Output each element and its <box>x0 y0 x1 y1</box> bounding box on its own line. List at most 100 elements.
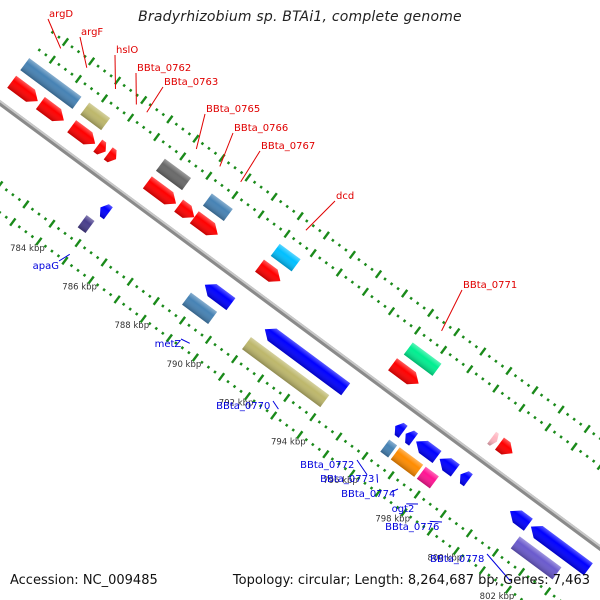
feature-shading <box>204 284 236 311</box>
minor-tick-dot <box>487 573 491 577</box>
gene-label-bbta_0763[interactable]: BBta_0763 <box>164 77 218 88</box>
minor-tick-dot <box>585 454 589 459</box>
gene-label-bbta_0773[interactable]: BBta_0773 <box>320 474 374 485</box>
feature-bbta_0766[interactable] <box>174 199 199 224</box>
feature-bbta_0767[interactable] <box>189 211 222 240</box>
feature-argf[interactable] <box>35 97 68 126</box>
feature-shading <box>510 536 562 580</box>
feature-dcd[interactable] <box>255 259 285 288</box>
minor-tick-dot <box>44 53 48 57</box>
major-tick <box>479 347 487 356</box>
feature-bbta_0774[interactable] <box>390 447 424 477</box>
minor-tick-dot <box>357 285 361 289</box>
minor-tick-dot <box>108 265 113 270</box>
feature-shading <box>174 199 195 218</box>
minor-tick-dot <box>507 396 511 401</box>
major-tick <box>413 490 421 499</box>
feature-dcd-cog[interactable] <box>270 243 301 272</box>
minor-tick-dot <box>337 243 342 247</box>
feature-bbta_0765[interactable] <box>142 176 181 209</box>
minor-tick-dot <box>69 236 74 240</box>
feature-apag-cds[interactable] <box>96 201 113 220</box>
minor-tick-dot <box>278 227 283 231</box>
feature-argd[interactable] <box>7 75 42 107</box>
major-tick <box>296 211 304 221</box>
feature-bbta_0772[interactable] <box>380 439 398 458</box>
major-tick <box>205 171 213 181</box>
gene-label-hslo[interactable]: hslO <box>116 45 138 56</box>
gene-label-argd[interactable]: argD <box>49 9 73 20</box>
gene-label-argf[interactable]: argF <box>81 27 103 38</box>
feature-bbta_0777[interactable] <box>495 437 517 460</box>
feature-argd-cog[interactable] <box>20 58 82 109</box>
minor-tick-dot <box>174 313 178 318</box>
minor-tick-dot <box>121 275 126 279</box>
minor-tick-dot <box>552 430 557 434</box>
gene-label-bbta_0762[interactable]: BBta_0762 <box>137 63 191 74</box>
feature-shading <box>99 204 113 220</box>
feature-bbta_0770[interactable] <box>242 337 330 408</box>
minor-tick-dot <box>369 486 374 490</box>
feature-hslo[interactable] <box>67 120 99 149</box>
feature-bbta_0763[interactable] <box>103 147 121 165</box>
major-tick <box>466 364 474 374</box>
major-tick <box>126 113 135 123</box>
gene-label-bbta_0776[interactable]: BBta_0776 <box>385 522 439 533</box>
feature-c7[interactable] <box>526 521 593 576</box>
feature-bbta_0778[interactable] <box>510 536 562 580</box>
feature-bbta_0765-cog[interactable] <box>155 158 192 191</box>
feature-c6[interactable] <box>506 505 533 531</box>
feature-metz[interactable] <box>182 292 218 324</box>
major-tick <box>244 173 252 182</box>
gene-label-bbta_0765[interactable]: BBta_0765 <box>206 104 260 115</box>
major-tick <box>74 238 82 248</box>
gene-label-metz[interactable]: metZ <box>155 339 182 350</box>
minor-tick-dot <box>389 282 394 286</box>
gene-label-bbta_0771[interactable]: BBta_0771 <box>463 280 517 291</box>
gene-label-bbta_0767[interactable]: BBta_0767 <box>261 141 315 152</box>
major-tick <box>544 422 552 432</box>
gene-label-apag[interactable]: apaG <box>33 261 59 272</box>
feature-bbta_0770-cds[interactable] <box>260 323 351 396</box>
minor-tick-dot <box>161 112 166 117</box>
feature-shading <box>394 422 408 438</box>
gene-label-bbta_0766[interactable]: BBta_0766 <box>234 123 288 134</box>
minor-tick-dot <box>291 209 296 214</box>
tick-label: 788 kbp <box>114 321 149 331</box>
minor-tick-dot <box>70 72 74 76</box>
major-tick <box>504 585 513 594</box>
minor-tick-dot <box>4 215 9 219</box>
minor-tick-dot <box>37 212 41 216</box>
minor-tick-dot <box>519 597 524 600</box>
minor-tick-dot <box>239 170 244 175</box>
feature-ogt2[interactable] <box>416 466 439 489</box>
gene-label-dcd[interactable]: dcd <box>336 191 354 202</box>
feature-bbta_0762[interactable] <box>93 139 110 158</box>
minor-tick-dot <box>187 132 192 136</box>
gene-label-bbta_0772[interactable]: BBta_0772 <box>300 460 354 471</box>
major-tick <box>543 587 552 596</box>
feature-hslo-cog[interactable] <box>80 102 111 131</box>
feature-metz-cds[interactable] <box>200 279 236 311</box>
gene-label-bbta_0774[interactable]: BBta_0774 <box>341 489 395 500</box>
major-tick <box>126 277 134 287</box>
feature-apag[interactable] <box>77 215 95 234</box>
feature-misc-pink[interactable] <box>487 431 501 448</box>
gene-label-bbta_0778[interactable]: BBta_0778 <box>430 554 484 565</box>
feature-c1[interactable] <box>391 420 408 438</box>
feature-c2[interactable] <box>401 428 418 446</box>
feature-bbta_0771-cog[interactable] <box>403 342 442 376</box>
feature-bbta_0771[interactable] <box>388 358 423 389</box>
gene-label-bbta_0770[interactable]: BBta_0770 <box>216 401 270 412</box>
feature-c3[interactable] <box>412 435 442 464</box>
feature-shading <box>416 466 439 489</box>
minor-tick-dot <box>500 364 505 368</box>
gene-label-ogt2[interactable]: ogt2 <box>392 504 415 515</box>
feature-shading <box>270 243 301 272</box>
feature-c5[interactable] <box>456 468 473 487</box>
feature-c4[interactable] <box>435 453 460 477</box>
feature-shading <box>459 471 473 487</box>
feature-bbta_0767-cog[interactable] <box>202 193 233 222</box>
minor-tick-dot <box>122 83 126 88</box>
minor-tick-dot <box>461 362 465 367</box>
